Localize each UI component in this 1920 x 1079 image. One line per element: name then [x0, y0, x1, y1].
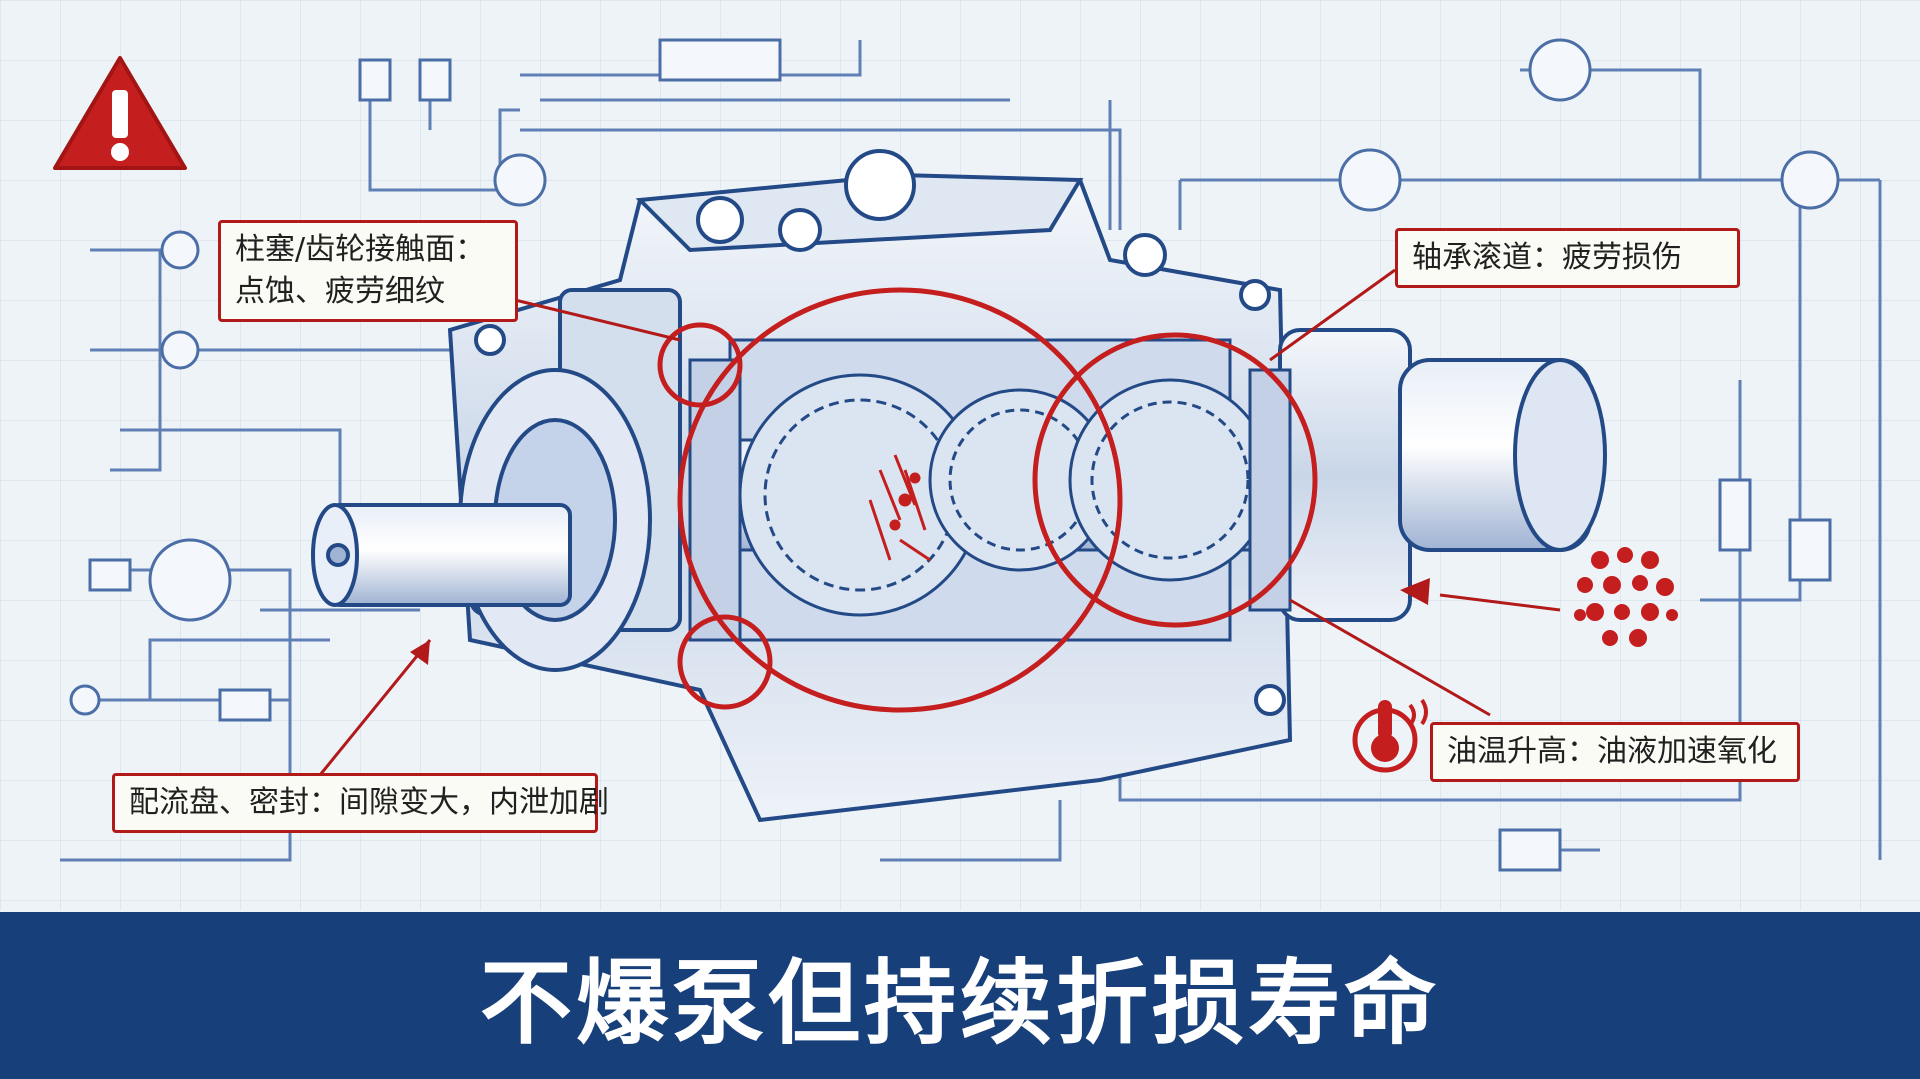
particle-cluster-icon	[1574, 547, 1678, 647]
pump-cutaway-diagram	[0, 0, 1920, 910]
highlight-circles	[657, 287, 1318, 713]
callout-valve-seal: 配流盘、密封：间隙变大，内泄加剧	[112, 773, 609, 833]
bottom-banner: 不爆泵但持续折损寿命	[0, 912, 1920, 1079]
internal-cutaway	[688, 338, 1292, 642]
thermometer-icon	[1352, 698, 1428, 773]
callout-bearing-line1: 轴承滚道：疲劳损伤	[1412, 240, 1682, 275]
highlight-bearing-zone	[1032, 332, 1318, 628]
arrow-heads	[410, 578, 1430, 665]
damage-markings	[868, 454, 931, 562]
warning-triangle-icon	[53, 56, 187, 170]
callout-oil-temp-line1: 油温升高：油液加速氧化	[1447, 734, 1777, 769]
banner-title: 不爆泵但持续折损寿命	[479, 950, 1440, 1057]
callout-bearing: 轴承滚道：疲劳损伤	[1395, 228, 1740, 288]
callout-piston-gear-line2: 点蚀、疲劳细纹	[235, 274, 445, 309]
highlight-valve-bottom	[677, 614, 773, 710]
callout-valve-seal-line1: 配流盘、密封：间隙变大，内泄加剧	[129, 785, 609, 820]
callout-piston-gear-line1: 柱塞/齿轮接触面：	[235, 232, 486, 267]
callout-piston-gear: 柱塞/齿轮接触面： 点蚀、疲劳细纹	[218, 220, 518, 322]
gauges	[69, 38, 1840, 872]
highlight-gear-zone	[677, 287, 1123, 713]
highlight-valve-top	[657, 322, 743, 408]
leader-lines	[318, 268, 1561, 776]
callout-oil-temp: 油温升高：油液加速氧化	[1430, 722, 1800, 782]
